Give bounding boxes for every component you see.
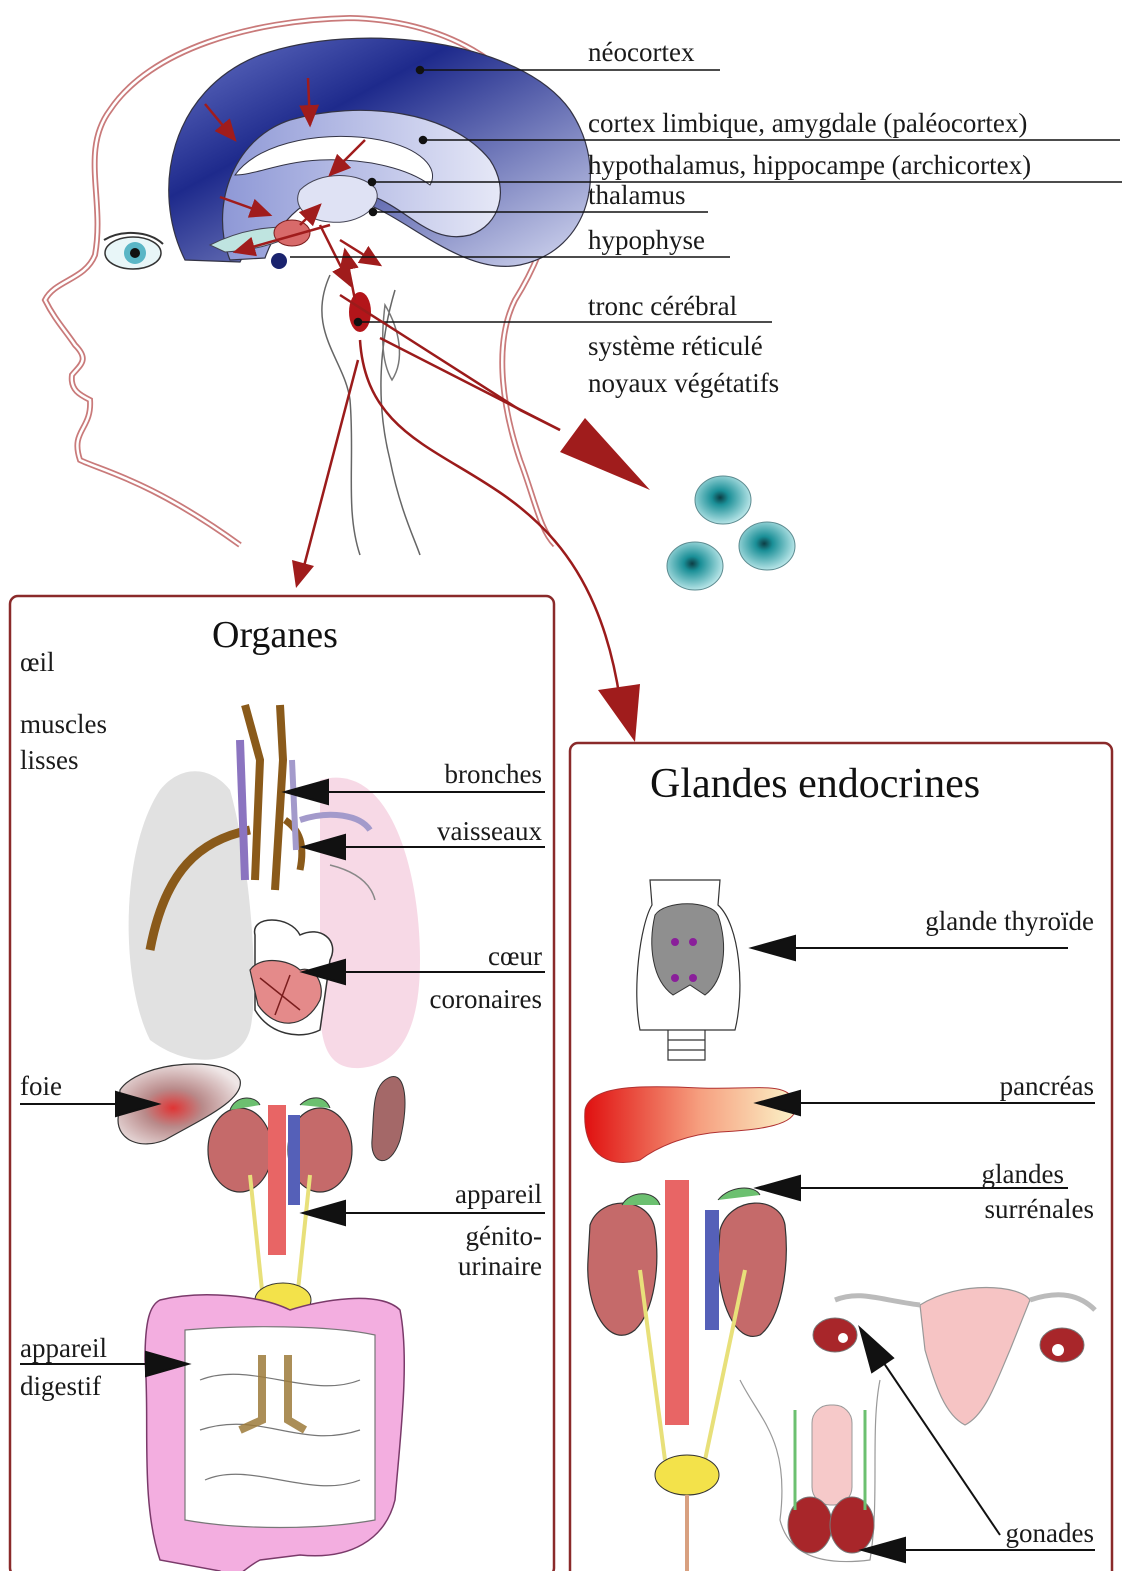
label-vaisseaux: vaisseaux — [437, 815, 542, 847]
label-pancreas: pancréas — [1000, 1070, 1094, 1102]
label-lisses: lisses — [20, 744, 79, 776]
label-appareil-genito: appareil — [455, 1178, 542, 1210]
label-coeur: cœur — [488, 940, 542, 972]
label-coronaires: coronaires — [430, 983, 542, 1015]
thyroid-illustration — [637, 880, 740, 1060]
label-appareil-digestif: appareil — [20, 1332, 107, 1364]
label-tronc-cerebral: tronc cérébral — [588, 290, 737, 322]
label-surrenales: surrénales — [985, 1193, 1094, 1225]
adrenal-illustration — [588, 1180, 787, 1571]
glandes-title: Glandes endocrines — [650, 760, 980, 808]
organes-title: Organes — [212, 613, 338, 657]
efferent-arrows — [303, 295, 620, 700]
label-cortex-limbique: cortex limbique, amygdale (paléocortex) — [588, 107, 1027, 139]
gonads-male-illustration — [740, 1380, 880, 1562]
label-muscles: muscles — [20, 708, 107, 740]
spleen-illustration — [372, 1076, 405, 1160]
intestine-illustration — [145, 1295, 404, 1571]
label-neocortex: néocortex — [588, 36, 694, 68]
label-thyroide: glande thyroïde — [925, 905, 1094, 937]
pancreas-illustration — [585, 1087, 796, 1163]
label-gonades: gonades — [1006, 1517, 1094, 1549]
label-thalamus: thalamus — [588, 179, 685, 211]
label-genito: génito- — [466, 1220, 542, 1252]
label-systeme-reticule: système réticulé — [588, 330, 763, 362]
label-foie: foie — [20, 1070, 62, 1102]
brain-illustration — [169, 38, 591, 332]
label-hypothalamus: hypothalamus, hippocampe (archicortex) — [588, 149, 1031, 181]
label-noyaux-vegetatifs: noyaux végétatifs — [588, 367, 779, 399]
arrow-heads — [292, 418, 650, 742]
label-glandes: glandes — [982, 1158, 1064, 1190]
gonads-female-illustration — [813, 1288, 1095, 1426]
label-oeil: œil — [20, 646, 55, 678]
label-urinaire: urinaire — [458, 1250, 542, 1282]
glandes-arrows — [752, 936, 1095, 1562]
eye-icon — [104, 233, 163, 269]
label-hypophyse: hypophyse — [588, 224, 705, 256]
cells-illustration — [667, 476, 795, 590]
label-digestif: digestif — [20, 1370, 101, 1402]
label-bronches: bronches — [445, 758, 542, 790]
